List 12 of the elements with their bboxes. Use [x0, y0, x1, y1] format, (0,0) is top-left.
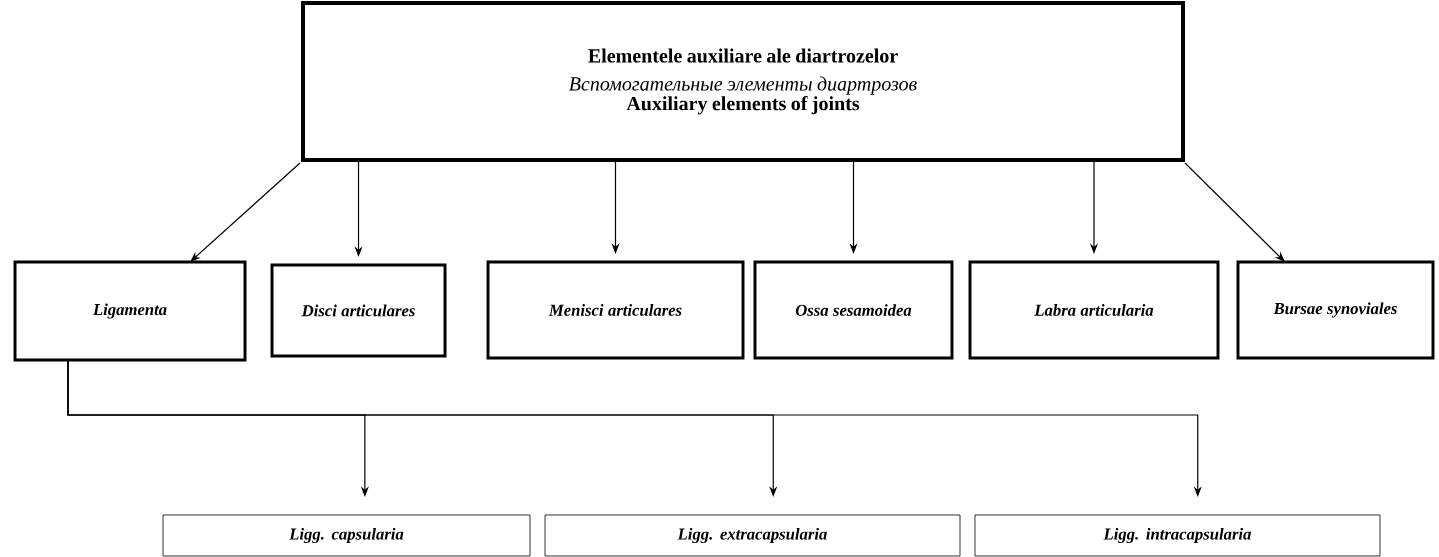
subcategory-box: Ligg. intracapsularia — [974, 514, 1381, 557]
subcategory-box: Ligg. capsularia — [162, 514, 531, 557]
arrow — [190, 162, 301, 262]
category-box: Menisci articulares — [486, 260, 745, 360]
arrow — [1184, 162, 1285, 262]
category-box: Ligamenta — [13, 260, 247, 362]
category-box: Bursae synoviales — [1236, 260, 1435, 360]
category-box: Labra articularia — [968, 260, 1220, 360]
category-box: Ossa sesamoidea — [753, 260, 954, 360]
subcategory-box: Ligg. extracapsularia — [544, 514, 961, 557]
category-box: Disci articulares — [270, 263, 447, 358]
title-box: Elementele auxiliare ale diartrozelor Вспомогательные элементы диартрозов Auxiliary elements of joints — [301, 1, 1185, 162]
